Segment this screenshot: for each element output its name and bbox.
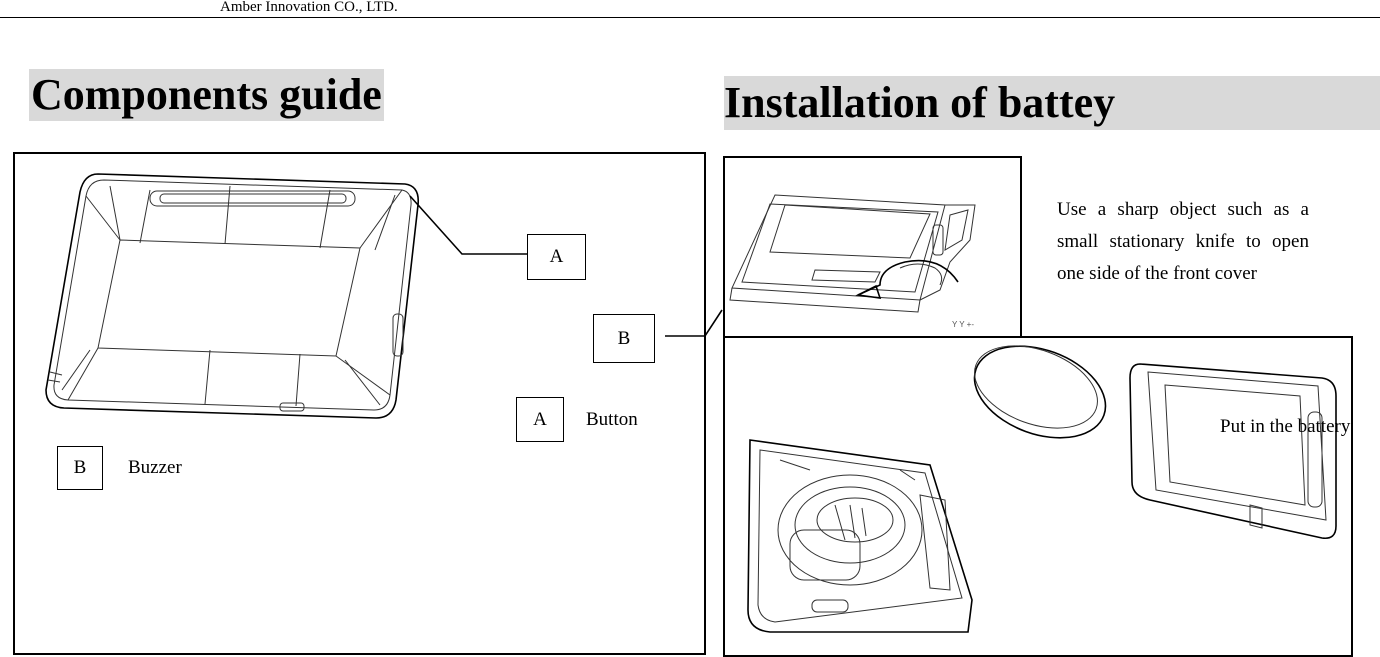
- callout-line-b: [665, 309, 723, 337]
- step2-instruction: Put in the battery: [1220, 416, 1351, 437]
- callout-line-a: [409, 195, 528, 255]
- callout-label-a: A: [527, 234, 586, 280]
- device-illustration: [45, 173, 420, 419]
- company-name: Amber Innovation CO., LTD.: [220, 0, 398, 15]
- callout-label-b: B: [593, 314, 655, 363]
- step1-instruction: Use a sharp object such as a small stati…: [1057, 199, 1309, 284]
- open-cover-illustration: Y Y +-: [729, 194, 976, 329]
- legend-label-buzzer: Buzzer: [128, 457, 182, 478]
- battery-figure-frame: [723, 336, 1353, 657]
- header-divider: [0, 17, 1380, 18]
- legend-label-button: Button: [586, 409, 638, 430]
- battery-installation-heading: Installation of battey: [724, 76, 1380, 130]
- legend-key-b: B: [57, 446, 103, 490]
- device-diagram-frame: [13, 152, 706, 655]
- svg-text:Y Y +-: Y Y +-: [952, 320, 974, 329]
- battery-illustration: [747, 345, 1337, 633]
- components-guide-heading: Components guide: [29, 69, 384, 121]
- legend-key-a: A: [516, 397, 564, 442]
